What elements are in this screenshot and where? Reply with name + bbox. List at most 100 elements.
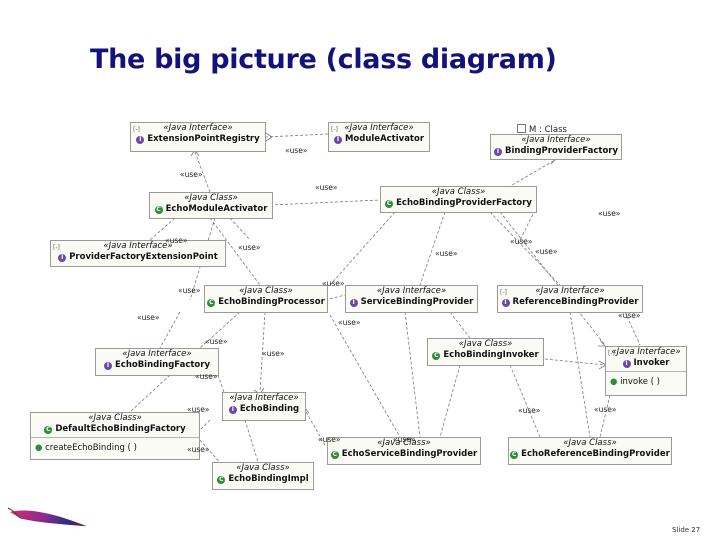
use-label: «use»: [338, 318, 361, 327]
stereotype-label: «Java Interface»: [376, 286, 447, 296]
use-label: «use»: [238, 243, 261, 252]
use-label: «use»: [393, 435, 416, 444]
use-label: «use»: [594, 405, 617, 414]
stereotype-label: «Java Interface»: [535, 286, 605, 296]
use-label: «use»: [598, 209, 621, 218]
use-label: «use»: [535, 247, 558, 256]
class-name-text: ModuleActivator: [344, 134, 425, 144]
stereotype-label: «Java Class»: [377, 438, 431, 448]
use-label: «use»: [435, 249, 458, 258]
class-name-text: EchoServiceBindingProvider: [341, 449, 478, 459]
use-label: «use»: [618, 311, 641, 320]
stereotype-label: «Java Class»: [88, 413, 142, 423]
method-icon: ●: [610, 377, 618, 387]
stereotype-label: «Java Class»: [184, 193, 238, 203]
interface-icon: I: [228, 406, 237, 414]
stereotype-label: «Java Interface»: [521, 135, 591, 145]
use-label: «use»: [195, 372, 218, 381]
compartment-divider: [606, 371, 686, 377]
corner-mark: [-]: [331, 126, 338, 133]
class-name-text: ProviderFactoryExtensionPoint: [69, 252, 218, 262]
stereotype-label: «Java Interface»: [103, 241, 173, 251]
use-label: «use»: [137, 313, 160, 322]
use-label: «use»: [187, 405, 210, 414]
corner-mark: [-]: [608, 350, 615, 357]
method-icon: ●: [35, 443, 43, 453]
class-name-text: EchoBindingImpl: [228, 474, 309, 484]
interface-icon: I: [103, 362, 112, 370]
use-label: «use»: [180, 170, 203, 179]
class-icon: C: [44, 426, 53, 434]
stereotype-label: «Java Interface»: [229, 393, 299, 403]
interface-icon: I: [622, 360, 631, 368]
corner-mark: [-]: [53, 244, 60, 251]
interface-icon: I: [501, 299, 510, 307]
stereotype-label: «Java Class»: [563, 438, 617, 448]
class-name-text: EchoBinding: [239, 404, 300, 414]
class-name-text: ExtensionPointRegistry: [147, 134, 260, 144]
class-name-text: EchoBindingProviderFactory: [396, 198, 532, 208]
interface-icon: I: [493, 148, 502, 156]
slide-number: Slide 27: [672, 526, 701, 534]
method-text: invoke ( ): [620, 377, 660, 387]
stereotype-label: «Java Class»: [239, 286, 293, 296]
class-icon: C: [330, 451, 339, 459]
class-icon: C: [207, 299, 216, 307]
stereotype-label: «Java Interface»: [122, 349, 192, 359]
class-name-text: EchoReferenceBindingProvider: [521, 449, 670, 459]
page-title: The big picture (class diagram): [90, 44, 557, 75]
stereotype-label: «Java Class»: [431, 187, 486, 197]
class-name-text: ServiceBindingProvider: [360, 297, 474, 307]
class-icon: C: [385, 200, 394, 208]
use-label: «use»: [262, 349, 285, 358]
method-text: createEchoBinding ( ): [45, 443, 137, 453]
stereotype-label: «Java Interface»: [611, 347, 681, 357]
interface-icon: I: [58, 254, 67, 262]
apache-feather-logo: [7, 507, 87, 527]
interface-icon: I: [136, 136, 145, 144]
method-row: ● createEchoBinding ( ): [31, 443, 199, 454]
note-text: M : Class: [529, 125, 567, 135]
stereotype-label: «Java Class»: [236, 463, 290, 473]
interface-icon: I: [333, 136, 342, 144]
use-label: «use»: [178, 286, 201, 295]
class-name-text: BindingProviderFactory: [504, 146, 619, 156]
interface-icon: I: [349, 299, 358, 307]
stereotype-label: «Java Interface»: [344, 123, 414, 133]
class-name-text: EchoBindingInvoker: [443, 350, 539, 360]
class-name-text: DefaultEchoBindingFactory: [55, 424, 186, 434]
use-label: «use»: [165, 236, 188, 245]
class-name-text: EchoBindingFactory: [114, 360, 211, 370]
class-icon: C: [154, 206, 163, 214]
class-name-text: ReferenceBindingProvider: [512, 297, 639, 307]
stereotype-label: «Java Class»: [458, 339, 513, 349]
class-icon: C: [432, 352, 441, 360]
